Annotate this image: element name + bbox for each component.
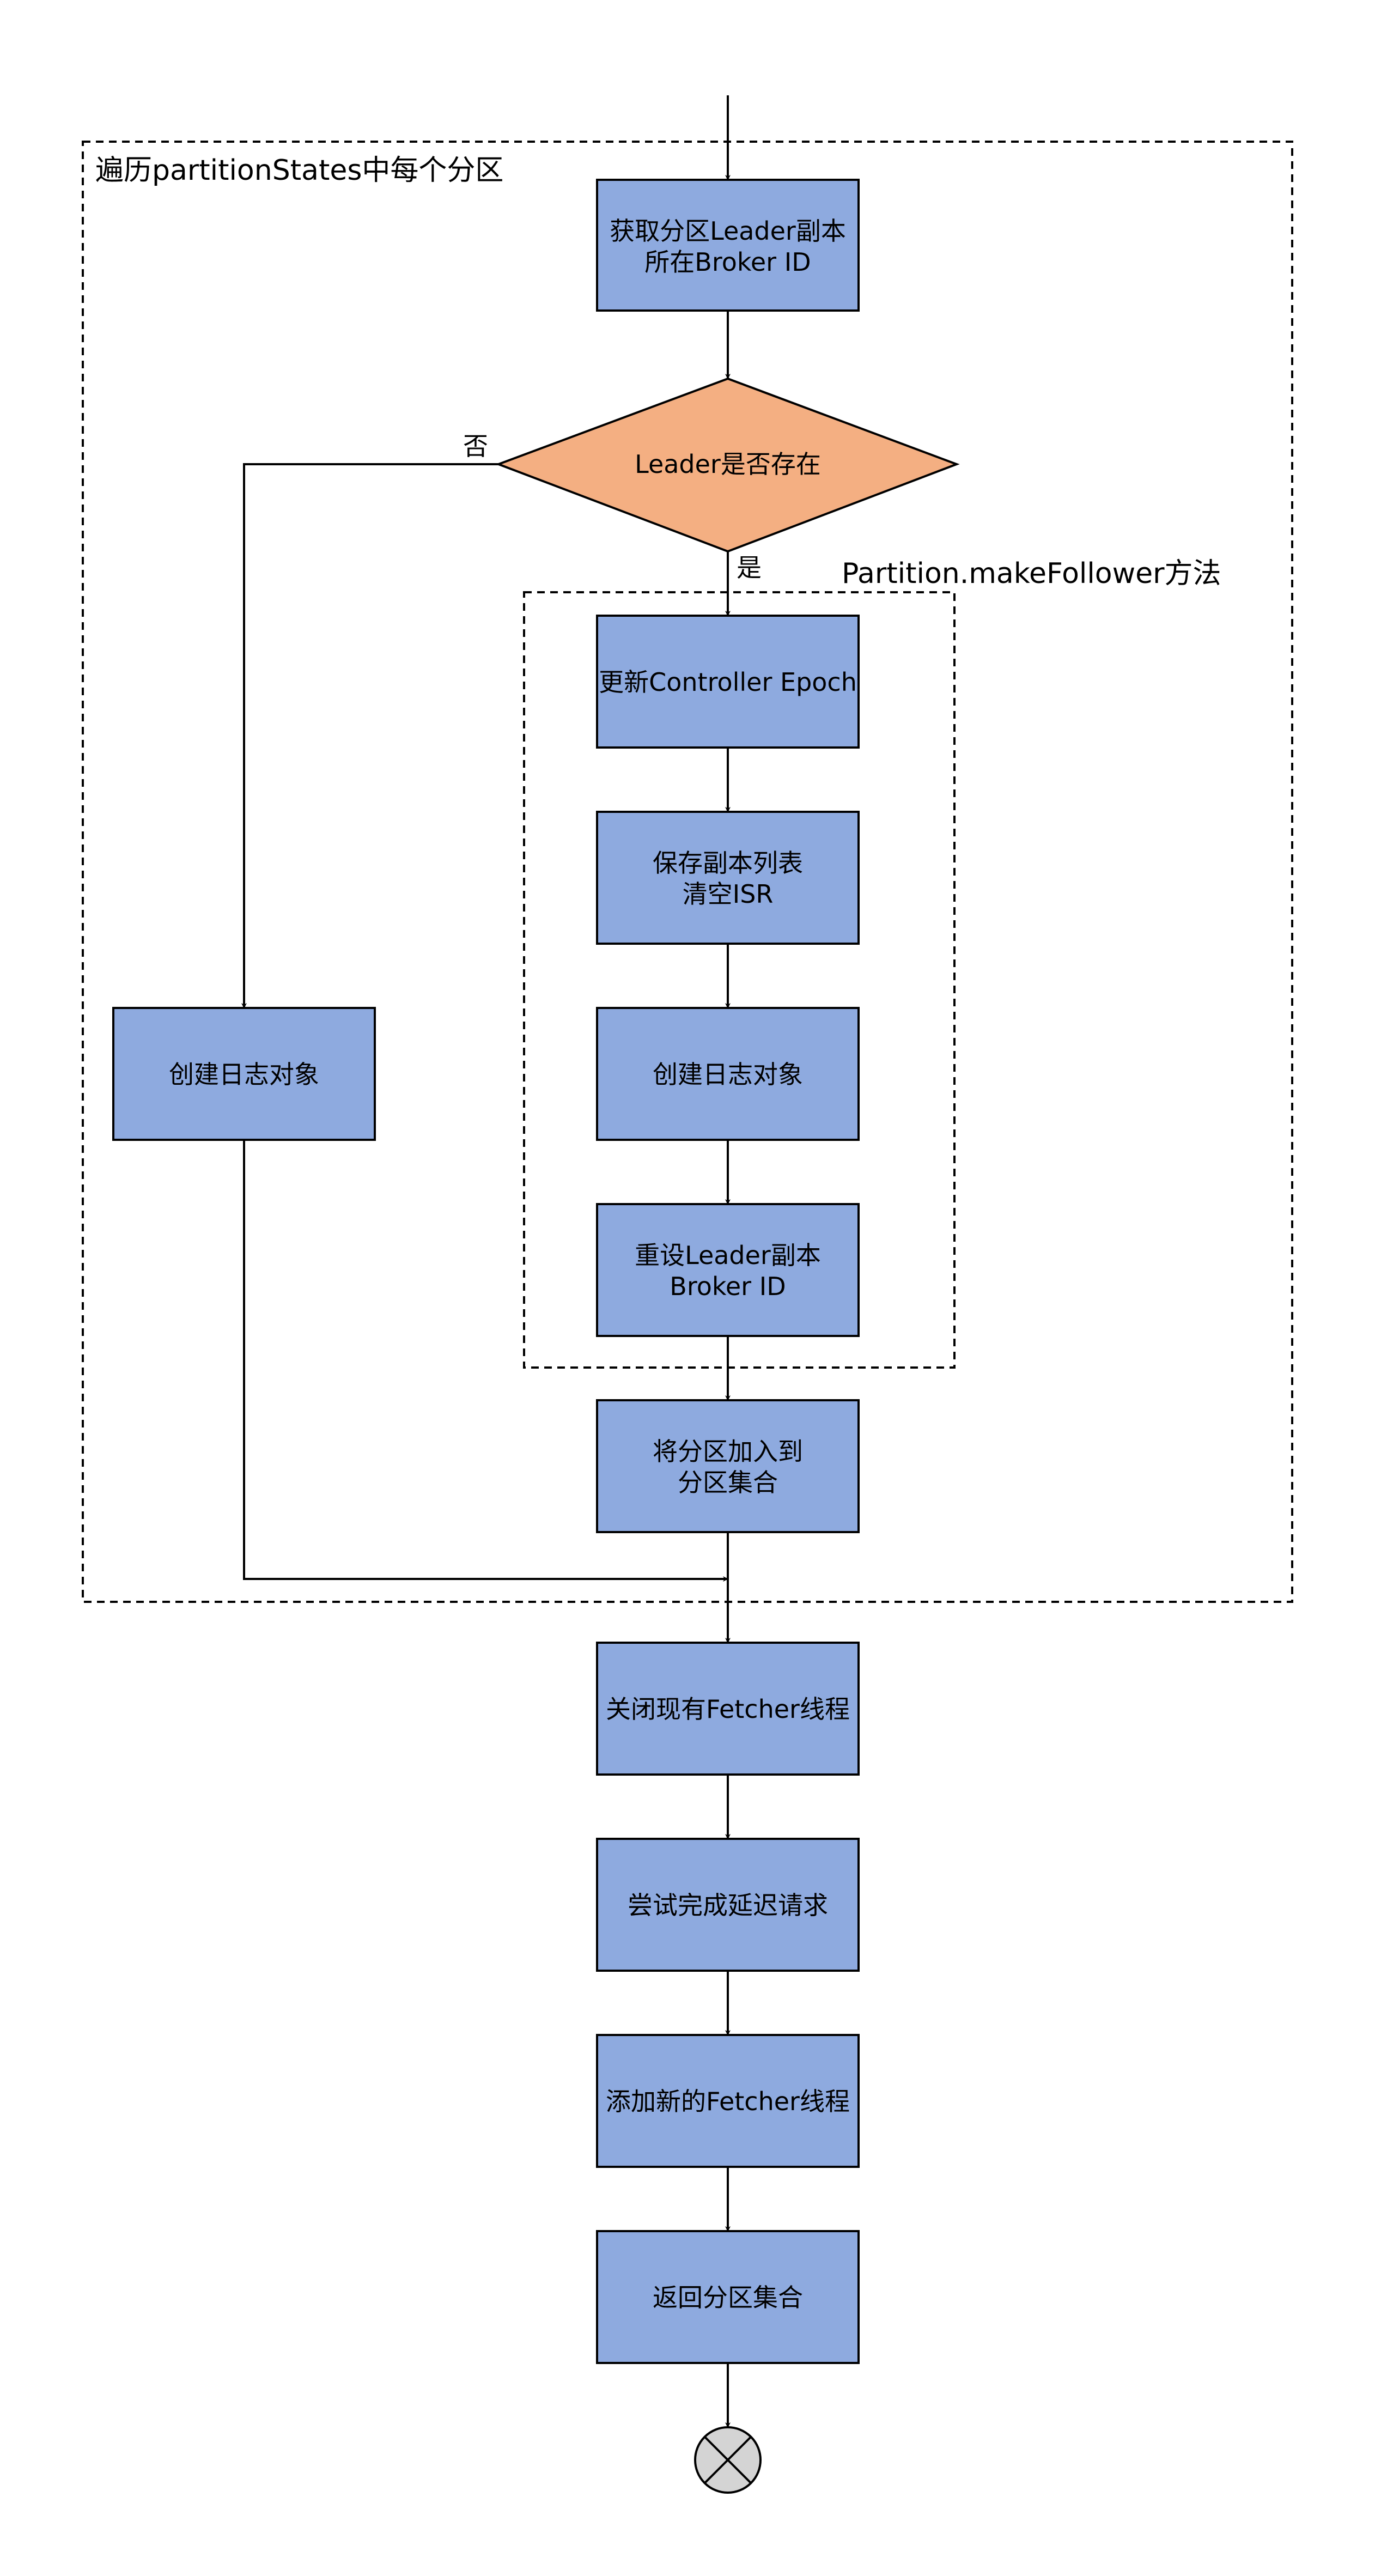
node-create-log-left: 创建日志对象 [112, 1007, 376, 1141]
svg-text:返回分区集合: 返回分区集合 [653, 2283, 803, 2312]
svg-text:创建日志对象: 创建日志对象 [169, 1060, 319, 1089]
svg-text:更新Controller Epoch: 更新Controller Epoch [599, 667, 857, 697]
node-create-log-inner: 创建日志对象 [596, 1007, 860, 1141]
svg-text:Broker ID: Broker ID [670, 1272, 786, 1301]
end-terminator-icon [694, 2426, 762, 2494]
edge-label-yes: 是 [737, 553, 762, 582]
node-reset-leader: 重设Leader副本 Broker ID [596, 1203, 860, 1337]
outer-loop-group [82, 141, 1293, 1603]
edge-no [241, 463, 498, 1008]
node-save-replicas: 保存副本列表 清空ISR [596, 811, 860, 945]
node-add-fetcher: 添加新的Fetcher线程 [596, 2034, 860, 2168]
node-try-delayed: 尝试完成延迟请求 [596, 1838, 860, 1972]
svg-text:Leader是否存在: Leader是否存在 [635, 449, 821, 479]
svg-text:所在Broker ID: 所在Broker ID [644, 247, 811, 277]
svg-text:关闭现有Fetcher线程: 关闭现有Fetcher线程 [606, 1694, 850, 1724]
outer-loop-label: 遍历partitionStates中每个分区 [95, 154, 503, 187]
node-return-set: 返回分区集合 [596, 2230, 860, 2364]
edge-label-no: 否 [463, 432, 488, 461]
node-close-fetcher: 关闭现有Fetcher线程 [596, 1642, 860, 1776]
make-follower-group [523, 591, 956, 1369]
svg-text:将分区加入到: 将分区加入到 [653, 1437, 803, 1466]
svg-text:保存副本列表: 保存副本列表 [653, 848, 803, 878]
svg-text:重设Leader副本: 重设Leader副本 [635, 1241, 821, 1270]
svg-text:获取分区Leader副本: 获取分区Leader副本 [610, 216, 846, 246]
make-follower-label: Partition.makeFollower方法 [842, 557, 1221, 590]
svg-text:清空ISR: 清空ISR [683, 879, 774, 909]
node-update-epoch: 更新Controller Epoch [596, 615, 860, 749]
svg-text:分区集合: 分区集合 [678, 1468, 778, 1497]
svg-text:创建日志对象: 创建日志对象 [653, 1060, 803, 1089]
svg-text:尝试完成延迟请求: 尝试完成延迟请求 [628, 1891, 828, 1920]
decision-leader-exists: Leader是否存在 [495, 377, 960, 553]
svg-text:添加新的Fetcher线程: 添加新的Fetcher线程 [606, 2087, 850, 2116]
node-get-leader: 获取分区Leader副本 所在Broker ID [596, 179, 860, 312]
node-add-to-set: 将分区加入到 分区集合 [596, 1399, 860, 1533]
edges [241, 95, 731, 2428]
edge-left-merge [243, 1140, 728, 1582]
